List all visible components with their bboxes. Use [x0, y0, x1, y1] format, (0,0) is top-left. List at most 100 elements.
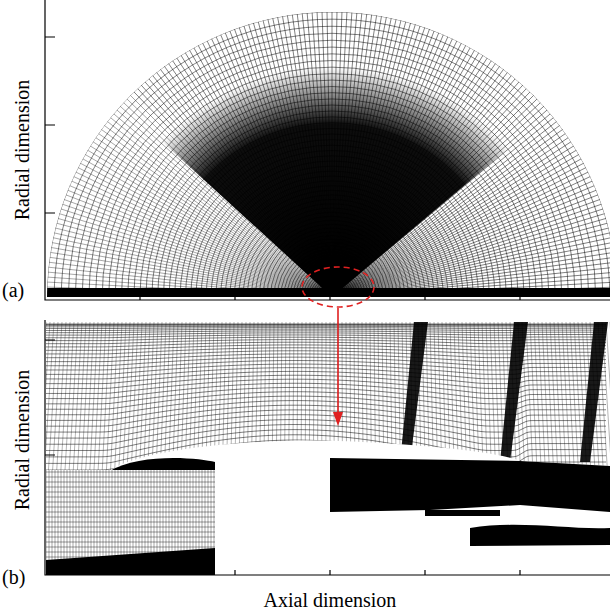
mesh-line: [332, 156, 597, 297]
mesh-line: [177, 40, 332, 297]
panel-label: (b): [2, 567, 25, 587]
axis-label: Radial dimension: [12, 80, 32, 221]
boundary-layer-mesh: [330, 458, 610, 512]
mesh-line: [332, 152, 594, 297]
mesh-line: [332, 0, 337, 297]
axis-label: Axial dimension: [264, 590, 397, 610]
mesh-line: [332, 185, 610, 297]
mesh-line: [229, 15, 332, 297]
mesh-line: [173, 43, 332, 297]
mesh-line: [89, 121, 332, 297]
mesh-line: [46, 507, 215, 508]
mesh-line: [332, 134, 584, 297]
mesh-line: [270, 4, 332, 297]
axes: [45, 0, 610, 575]
mesh-line: [332, 30, 468, 297]
dense-mesh-band: [400, 322, 428, 462]
mesh-line: [55, 470, 56, 575]
mesh-line: [169, 45, 332, 297]
mesh-line: [127, 78, 332, 297]
mesh-line: [332, 71, 529, 297]
mesh-line: [46, 477, 215, 478]
mesh-line: [52, 189, 332, 297]
mesh-line: [42, 219, 332, 297]
mesh-line: [46, 512, 215, 513]
mesh-line: [44, 214, 332, 297]
mesh-line: [332, 23, 454, 297]
mesh-line: [332, 43, 491, 297]
mesh-line: [191, 32, 332, 297]
mesh-line: [332, 96, 555, 297]
mesh-line: [332, 57, 513, 297]
mesh-line: [46, 487, 215, 488]
mesh-line: [49, 470, 50, 575]
mesh-line: [332, 0, 369, 297]
mesh-line: [332, 78, 537, 297]
near-field-mesh: [46, 322, 610, 575]
mesh-line: [78, 138, 332, 297]
mesh-line: [96, 112, 332, 297]
mesh-line: [46, 542, 215, 543]
mesh-line: [52, 470, 53, 575]
mesh-line: [124, 81, 332, 297]
mesh-line: [332, 0, 353, 297]
mesh-line: [332, 0, 374, 297]
mesh-line: [46, 532, 215, 533]
mesh-line: [332, 138, 586, 297]
mesh-line: [332, 81, 540, 297]
mesh-line: [106, 100, 332, 297]
mesh-line: [48, 199, 332, 297]
mesh-line: [46, 492, 215, 493]
mesh-line: [83, 129, 332, 297]
dense-mesh-band: [580, 322, 608, 462]
zoom-callout: [302, 267, 374, 426]
mesh-line: [50, 194, 332, 297]
mesh-line: [99, 108, 332, 297]
mesh-line: [332, 0, 333, 297]
mesh-line: [102, 104, 332, 297]
mesh-line: [332, 89, 548, 297]
mesh-line: [332, 142, 589, 297]
mesh-line: [332, 37, 482, 297]
mesh-line: [196, 30, 332, 297]
mesh-line: [46, 470, 47, 575]
mesh-line: [332, 48, 500, 297]
mesh-line: [205, 25, 332, 297]
boundary-layer-mesh: [470, 525, 610, 546]
mesh-line: [200, 27, 332, 297]
mesh-line: [332, 6, 405, 297]
mesh-line: [332, 10, 420, 297]
mesh-line: [332, 13, 430, 297]
mesh-line: [187, 35, 332, 297]
mesh-line: [332, 61, 517, 297]
mesh-line: [332, 12, 425, 297]
mesh-line: [332, 0, 363, 297]
mesh-line: [215, 21, 332, 297]
mesh-line: [70, 152, 332, 297]
mesh-line: [332, 0, 358, 297]
mesh-line: [332, 180, 608, 297]
mesh-line: [46, 527, 215, 528]
mesh-line: [41, 224, 332, 297]
mesh-line: [332, 214, 610, 297]
mesh-line: [46, 482, 215, 483]
mesh-line: [72, 147, 332, 297]
mesh-line: [46, 547, 215, 548]
axis-mesh-band: [46, 288, 610, 300]
mesh-line: [332, 0, 348, 297]
axis-label: Radial dimension: [12, 370, 32, 511]
mesh-line: [332, 1, 379, 297]
mesh-line: [131, 74, 332, 297]
mesh-line: [46, 502, 215, 503]
mesh-line: [46, 517, 215, 518]
mesh-line: [332, 0, 342, 297]
mesh-line: [116, 89, 332, 297]
mesh-line: [47, 204, 332, 297]
dense-mesh-band: [500, 322, 528, 462]
mesh-line: [46, 537, 215, 538]
mesh-line: [332, 67, 525, 297]
mesh-line: [113, 92, 332, 297]
far-field-mesh: [32, 0, 610, 300]
mesh-line: [332, 170, 604, 297]
